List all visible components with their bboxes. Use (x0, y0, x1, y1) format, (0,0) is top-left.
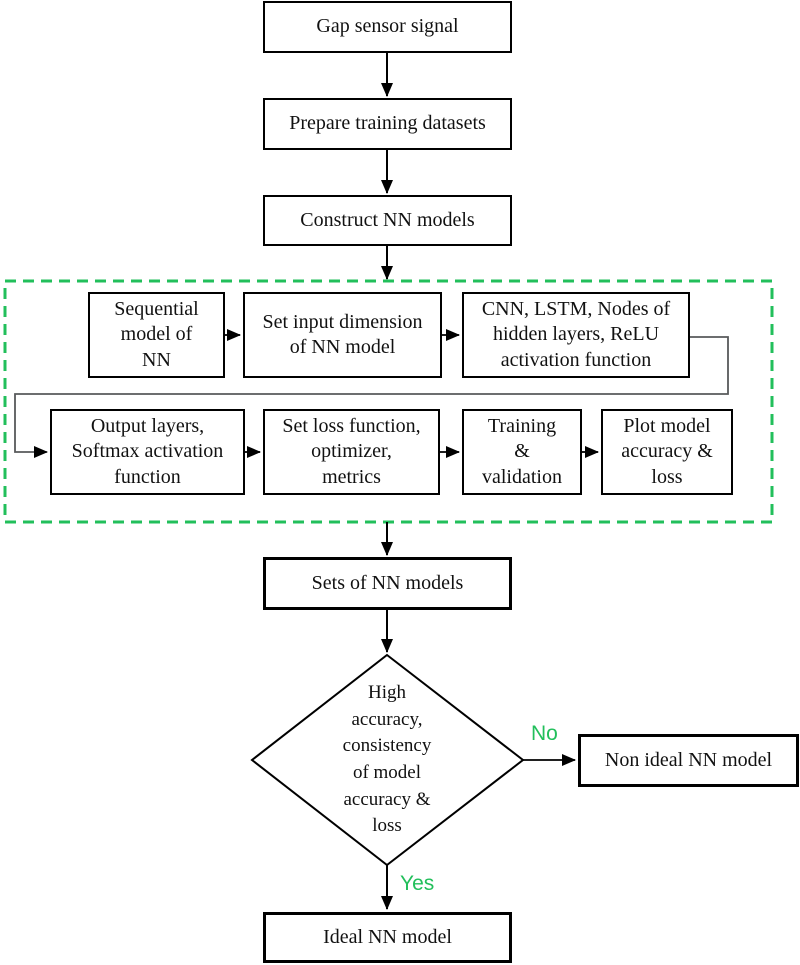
node-prepare-datasets: Prepare training datasets (263, 98, 512, 150)
node-sets-of-nn-models: Sets of NN models (263, 557, 512, 610)
node-set-input-dimension: Set input dimension of NN model (243, 292, 442, 378)
node-training-validation: Training & validation (462, 409, 582, 495)
node-ideal-nn-model: Ideal NN model (263, 912, 512, 963)
branch-label-yes: Yes (400, 872, 435, 895)
node-plot-model-accuracy: Plot model accuracy & loss (601, 409, 733, 495)
connector-cnn-to-output-layers (14, 336, 729, 458)
node-cnn-lstm-layers: CNN, LSTM, Nodes of hidden layers, ReLU … (462, 292, 690, 378)
node-non-ideal-nn-model: Non ideal NN model (578, 734, 799, 787)
branch-label-no: No (531, 722, 558, 745)
node-construct-nn-models: Construct NN models (263, 195, 512, 246)
node-gap-sensor-signal: Gap sensor signal (263, 1, 512, 53)
decision-diamond (250, 653, 525, 867)
node-sequential-model: Sequential model of NN (88, 292, 225, 378)
decision-label: High accuracy, consistency of model accu… (342, 682, 432, 837)
node-output-layers: Output layers, Softmax activation functi… (50, 409, 245, 495)
model-construction-dashed-region (3, 279, 774, 524)
node-set-loss-function: Set loss function, optimizer, metrics (263, 409, 440, 495)
